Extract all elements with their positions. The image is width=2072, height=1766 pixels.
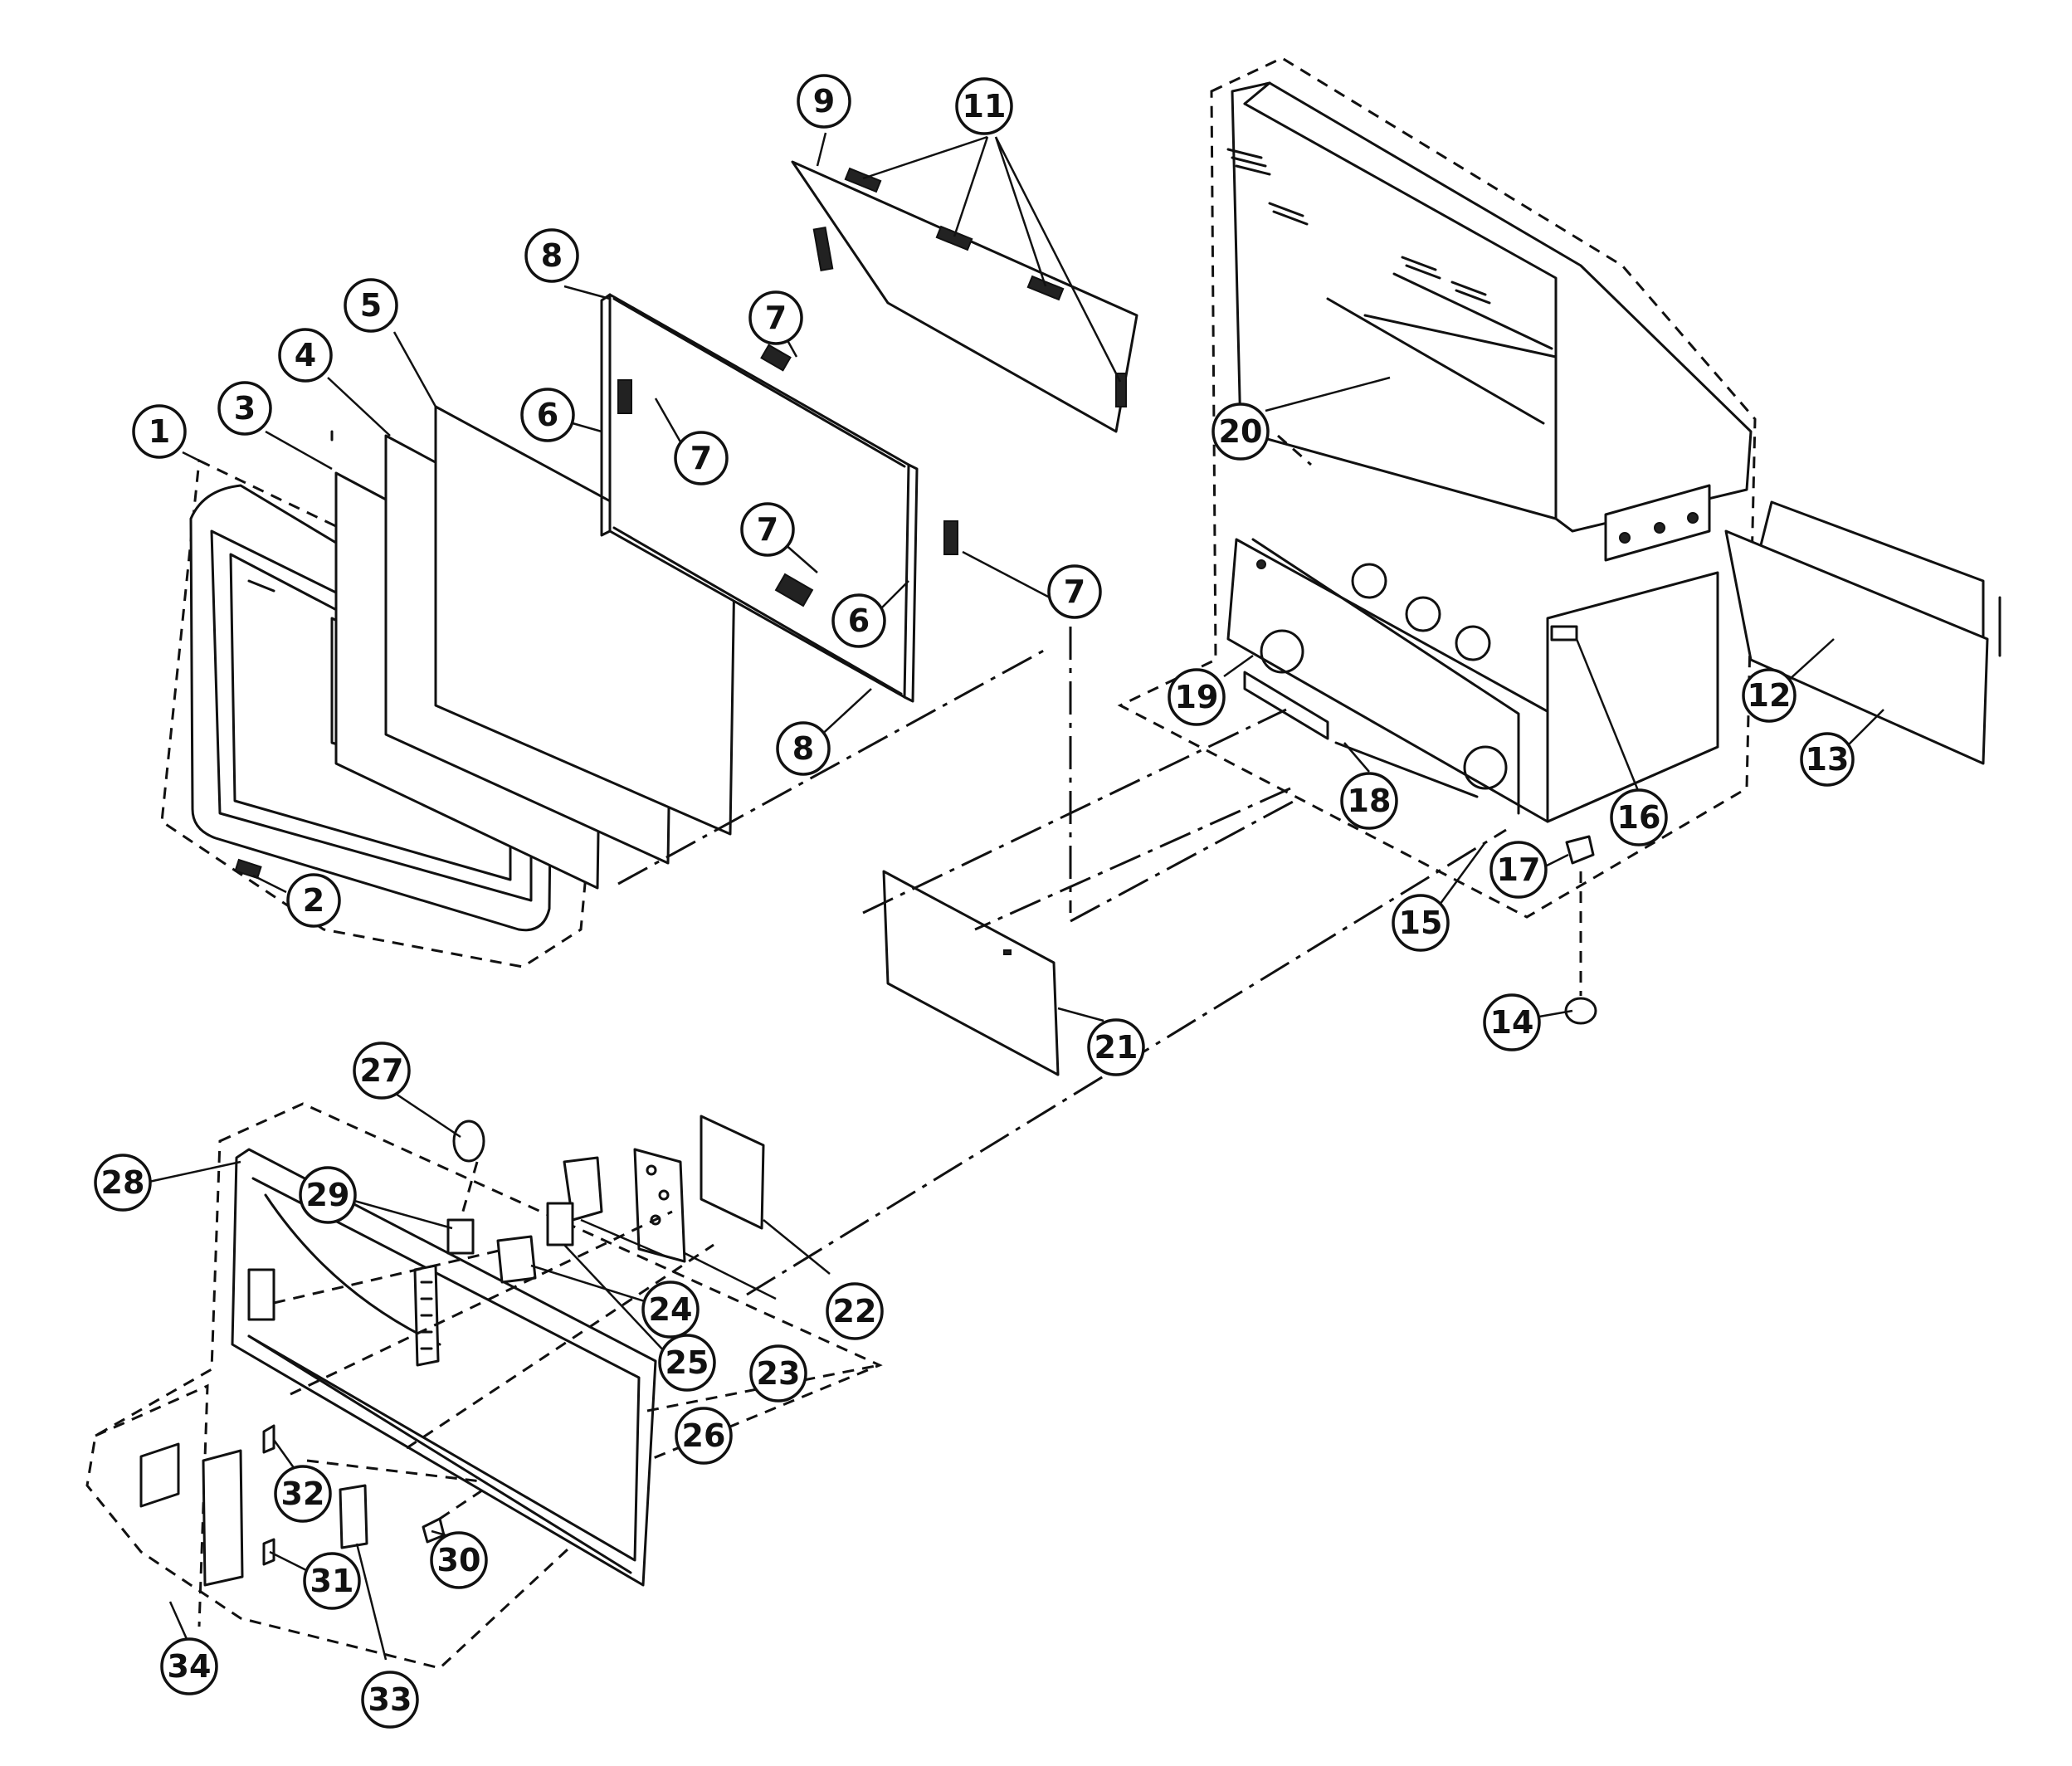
svg-text:28: 28: [101, 1164, 145, 1201]
callout-32: 32: [274, 1465, 332, 1523]
svg-text:29: 29: [306, 1177, 350, 1213]
callout-15: 15: [1392, 894, 1450, 952]
svg-text:3: 3: [234, 390, 256, 427]
svg-text:4: 4: [295, 337, 316, 373]
callout-33: 33: [361, 1671, 419, 1729]
svg-text:16: 16: [1617, 799, 1661, 836]
callout-22: 22: [826, 1282, 884, 1340]
callout-16: 16: [1610, 788, 1668, 846]
svg-text:23: 23: [757, 1355, 801, 1392]
screen-frame: [600, 293, 958, 703]
callout-7-a: 7: [748, 290, 803, 345]
svg-text:31: 31: [310, 1563, 354, 1599]
svg-text:25: 25: [665, 1344, 709, 1381]
mirror-panel: [791, 160, 1138, 433]
callout-29: 29: [299, 1166, 357, 1224]
callout-8-bottom: 8: [776, 721, 831, 776]
svg-text:27: 27: [360, 1052, 404, 1089]
callout-11: 11: [955, 77, 1013, 135]
callout-1: 1: [132, 404, 187, 459]
logo-badge: [234, 858, 262, 880]
svg-text:5: 5: [360, 287, 382, 324]
svg-text:26: 26: [682, 1417, 726, 1454]
svg-text:1: 1: [149, 413, 170, 450]
svg-text:19: 19: [1175, 679, 1219, 715]
callout-30: 30: [430, 1531, 488, 1589]
callout-4: 4: [278, 328, 333, 383]
svg-text:18: 18: [1348, 783, 1392, 819]
knob-14: [1564, 997, 1597, 1025]
screen-panels: [334, 405, 736, 890]
callout-27: 27: [353, 1042, 411, 1100]
svg-text:2: 2: [303, 882, 324, 919]
callout-2: 2: [286, 873, 341, 928]
callout-7-d: 7: [1047, 564, 1102, 619]
callout-14: 14: [1483, 993, 1541, 1051]
svg-text:17: 17: [1497, 851, 1541, 888]
callout-6-right: 6: [831, 593, 886, 648]
callout-21: 21: [1087, 1018, 1145, 1076]
svg-text:20: 20: [1219, 413, 1263, 450]
svg-text:22: 22: [833, 1293, 877, 1329]
callout-8-top: 8: [524, 228, 579, 283]
svg-text:30: 30: [437, 1542, 481, 1578]
svg-text:21: 21: [1095, 1029, 1138, 1066]
part-27-cap: [452, 1120, 485, 1163]
svg-text:15: 15: [1399, 905, 1443, 941]
part-29-box: [446, 1218, 475, 1255]
callout-17: 17: [1489, 841, 1548, 899]
rear-cabinet-group: [1117, 56, 1757, 919]
callout-25: 25: [658, 1334, 716, 1392]
leader-lines: [144, 132, 1884, 1661]
callout-18: 18: [1340, 772, 1398, 830]
svg-text:7: 7: [1064, 573, 1085, 610]
callout-20: 20: [1212, 402, 1270, 461]
svg-text:33: 33: [368, 1681, 412, 1718]
callout-3: 3: [217, 381, 272, 436]
callouts: 1 2 3 4 5 6 6 7 7 7 7 8 8 9 11 12 13 14 …: [94, 74, 1855, 1729]
svg-text:9: 9: [813, 83, 835, 120]
svg-text:32: 32: [281, 1476, 325, 1512]
svg-text:7: 7: [765, 300, 787, 336]
callout-24: 24: [641, 1281, 700, 1339]
callout-7-c: 7: [740, 502, 795, 557]
svg-text:6: 6: [537, 397, 558, 433]
board-21: [882, 870, 1060, 1076]
control-assembly: [85, 1102, 883, 1670]
svg-text:12: 12: [1748, 677, 1792, 714]
svg-text:7: 7: [757, 511, 778, 548]
svg-text:6: 6: [848, 602, 870, 639]
callout-13: 13: [1800, 732, 1855, 787]
callout-12: 12: [1742, 668, 1797, 723]
svg-text:14: 14: [1490, 1004, 1534, 1041]
callout-5: 5: [344, 278, 398, 333]
clip-17: [1565, 835, 1595, 865]
svg-text:34: 34: [168, 1648, 212, 1685]
svg-text:8: 8: [541, 237, 563, 274]
callout-28: 28: [94, 1154, 152, 1212]
svg-text:13: 13: [1806, 741, 1850, 778]
callout-9: 9: [797, 74, 851, 129]
back-panels: [1724, 500, 2001, 765]
callout-34: 34: [160, 1637, 218, 1695]
callout-23: 23: [749, 1344, 807, 1403]
callout-6-left: 6: [520, 388, 575, 442]
svg-text:11: 11: [963, 88, 1007, 124]
callout-7-b: 7: [674, 431, 729, 485]
callout-31: 31: [303, 1552, 361, 1610]
svg-text:7: 7: [690, 440, 712, 476]
svg-text:8: 8: [792, 730, 814, 767]
callout-26: 26: [675, 1407, 733, 1465]
callout-19: 19: [1168, 668, 1226, 726]
svg-text:24: 24: [649, 1291, 693, 1328]
